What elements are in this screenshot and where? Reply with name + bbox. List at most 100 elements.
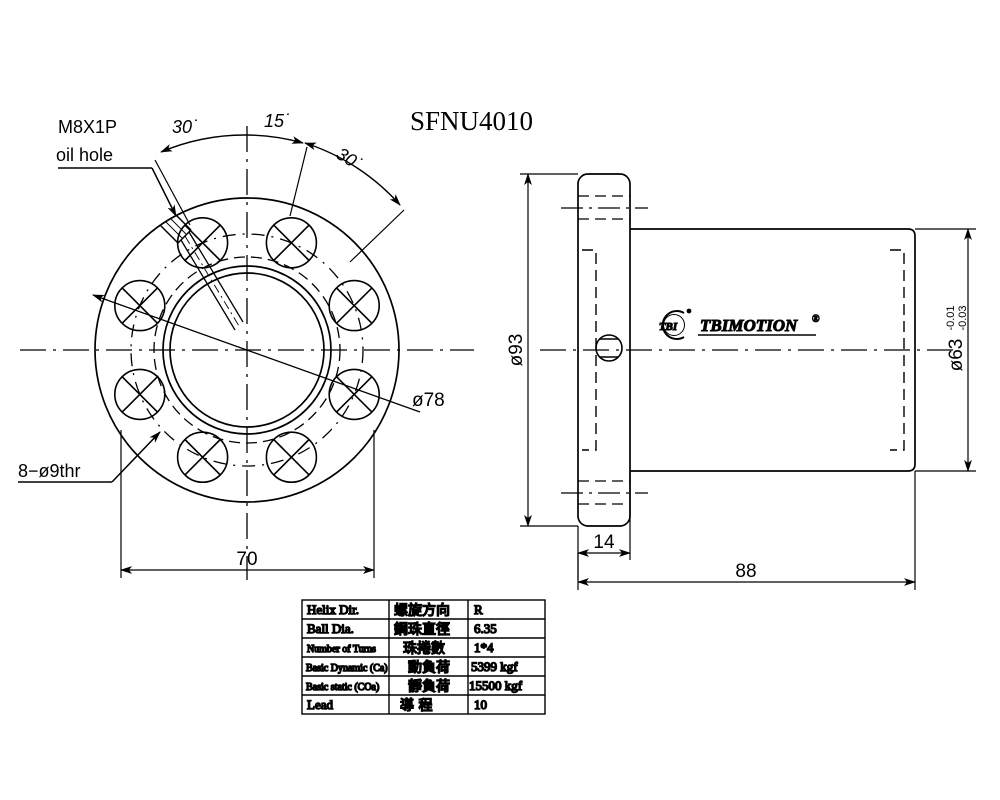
bolt-hole — [328, 279, 381, 332]
total-length-label: 88 — [735, 561, 756, 582]
bolt-hole — [265, 431, 318, 484]
spec-label-en: Ball Dia. — [307, 621, 354, 636]
oil-hole-bore-edge — [145, 210, 179, 244]
logo-inner-circle — [663, 314, 685, 336]
logo-registered-mark: ® — [812, 314, 820, 325]
side-view: TBI TBIMOTION ® — [520, 173, 976, 590]
angle-ext-line-15 — [289, 146, 308, 217]
flange-thickness-label: 14 — [593, 532, 615, 553]
spec-label-cjk: 珠捲數 — [403, 641, 445, 657]
arc-15 — [246, 134, 304, 144]
table-row: Lead 導 程 10 — [306, 696, 487, 714]
spec-label-en: Basic Dynamic (Ca) — [306, 663, 388, 674]
flange-bolt-centerlines — [561, 207, 648, 494]
oil-channel-center — [184, 235, 240, 327]
bolt-hole-cross — [273, 224, 310, 262]
bolt-hole-cross — [335, 287, 373, 324]
spec-label-en: Helix Dir. — [307, 602, 359, 617]
flange-dia-dimension — [520, 173, 578, 527]
oil-hole-leader — [58, 167, 177, 217]
oil-hole-label-line2: oil hole — [56, 145, 113, 165]
spec-label-en: Basic static (COa) — [306, 682, 379, 693]
width-dimension-70 — [120, 430, 375, 578]
spec-label-cjk: 鋼珠直徑 — [394, 621, 450, 638]
spec-value: 1*4 — [474, 640, 494, 655]
bolt-hole — [265, 217, 318, 269]
spec-value: 10 — [474, 697, 487, 712]
flange-dia-label: ø93 — [506, 334, 527, 367]
spec-table: Helix Dir. 螺旋方向 R Ball Dia. 鋼珠直徑 6.35 Nu… — [301, 599, 546, 715]
thread-hole-leader — [18, 431, 161, 483]
spec-value: R — [474, 602, 483, 617]
spec-value: 5399 kgf — [471, 659, 518, 674]
hidden-detail-left — [582, 249, 597, 451]
spec-label-cjk: 靜負荷 — [408, 679, 450, 695]
bolt-circle-dia-label: ø78 — [412, 390, 445, 411]
bolt-hole-cross — [273, 438, 310, 476]
spec-label-en: Number of Turns — [307, 644, 376, 655]
oil-hole-port-end — [145, 198, 160, 212]
oil-hole-port-section — [595, 334, 623, 362]
table-row: Number of Turns 珠捲數 1*4 — [306, 639, 494, 657]
page-title: SFNU4010 — [410, 106, 533, 136]
front-view — [18, 126, 474, 580]
oil-hole-circle — [595, 334, 623, 362]
logo-c-shape — [661, 310, 685, 340]
flange-hidden-lines — [578, 195, 630, 505]
bolt-hole-group — [114, 217, 381, 484]
angle-ext-line-right — [349, 209, 405, 263]
total-length-dimension — [577, 471, 916, 590]
tbi-logo-mark — [661, 308, 692, 340]
oil-port-hatch — [151, 212, 163, 224]
bolt-hole-cross — [184, 224, 221, 262]
nut-body-outline — [630, 228, 916, 472]
bolt-hole — [114, 279, 166, 332]
bolt-hole — [114, 368, 166, 421]
bolt-hole-cross — [121, 376, 159, 413]
body-dia-tol-upper: -0.01 — [945, 305, 957, 330]
spec-label-cjk: 螺旋方向 — [394, 603, 450, 619]
body-dia-label: ø63 — [946, 339, 967, 372]
logo-tbi-text: TBI — [659, 321, 678, 333]
bolt-hole-cross — [335, 376, 373, 413]
arc-30-right — [304, 142, 401, 206]
angle-ext-line-left — [154, 159, 191, 226]
logo-wordmark: TBIMOTION — [700, 316, 798, 335]
angle-dimensions — [154, 134, 405, 263]
body-dia-tol-lower: -0.03 — [957, 305, 969, 330]
logo-registered-dot — [686, 308, 692, 314]
table-row: Ball Dia. 鋼珠直徑 6.35 — [306, 620, 497, 638]
spec-label-cjk: 導 程 — [400, 698, 432, 714]
oil-port-hatch — [147, 202, 157, 212]
bolt-hole — [176, 431, 229, 484]
bolt-hole-cross — [121, 287, 159, 324]
bolt-pitch-circle — [130, 233, 364, 467]
internal-hidden-detail — [582, 249, 905, 451]
spec-label-en: Lead — [307, 697, 333, 712]
oil-channel-edge — [188, 231, 244, 323]
arc-30-left — [160, 134, 248, 153]
thread-leader-arrow — [111, 431, 161, 483]
dia78-dimension-line — [92, 294, 421, 413]
oil-channel-edge — [180, 239, 236, 331]
oil-hole-detail — [145, 198, 244, 331]
drawing-labels: SFNU4010 M8X1P oil hole 8−ø9thr ø78 30˙ … — [18, 106, 969, 582]
body-dia-dimension — [915, 228, 976, 472]
spec-label-cjk: 動負荷 — [408, 660, 450, 676]
bolt-hole — [328, 368, 381, 421]
table-row: Basic Dynamic (Ca) 動負荷 5399 kgf — [305, 658, 519, 676]
table-row: Helix Dir. 螺旋方向 R — [306, 601, 483, 619]
oil-hole-leader-arrow — [151, 167, 177, 217]
hidden-detail-right — [890, 249, 905, 451]
angle-30-left-label: 30˙ — [172, 117, 198, 137]
bolt-hole-cross — [184, 438, 221, 476]
width-70-label: 70 — [236, 549, 257, 570]
thread-hole-label: 8−ø9thr — [18, 461, 81, 481]
oil-hole-label-line1: M8X1P — [58, 117, 117, 137]
oil-hole-thread-line — [150, 206, 183, 239]
table-row: Basic static (COa) 靜負荷 15500 kgf — [305, 677, 523, 695]
bolt-circle-dim — [92, 294, 421, 413]
tbimotion-logo: TBI TBIMOTION ® — [658, 308, 821, 340]
